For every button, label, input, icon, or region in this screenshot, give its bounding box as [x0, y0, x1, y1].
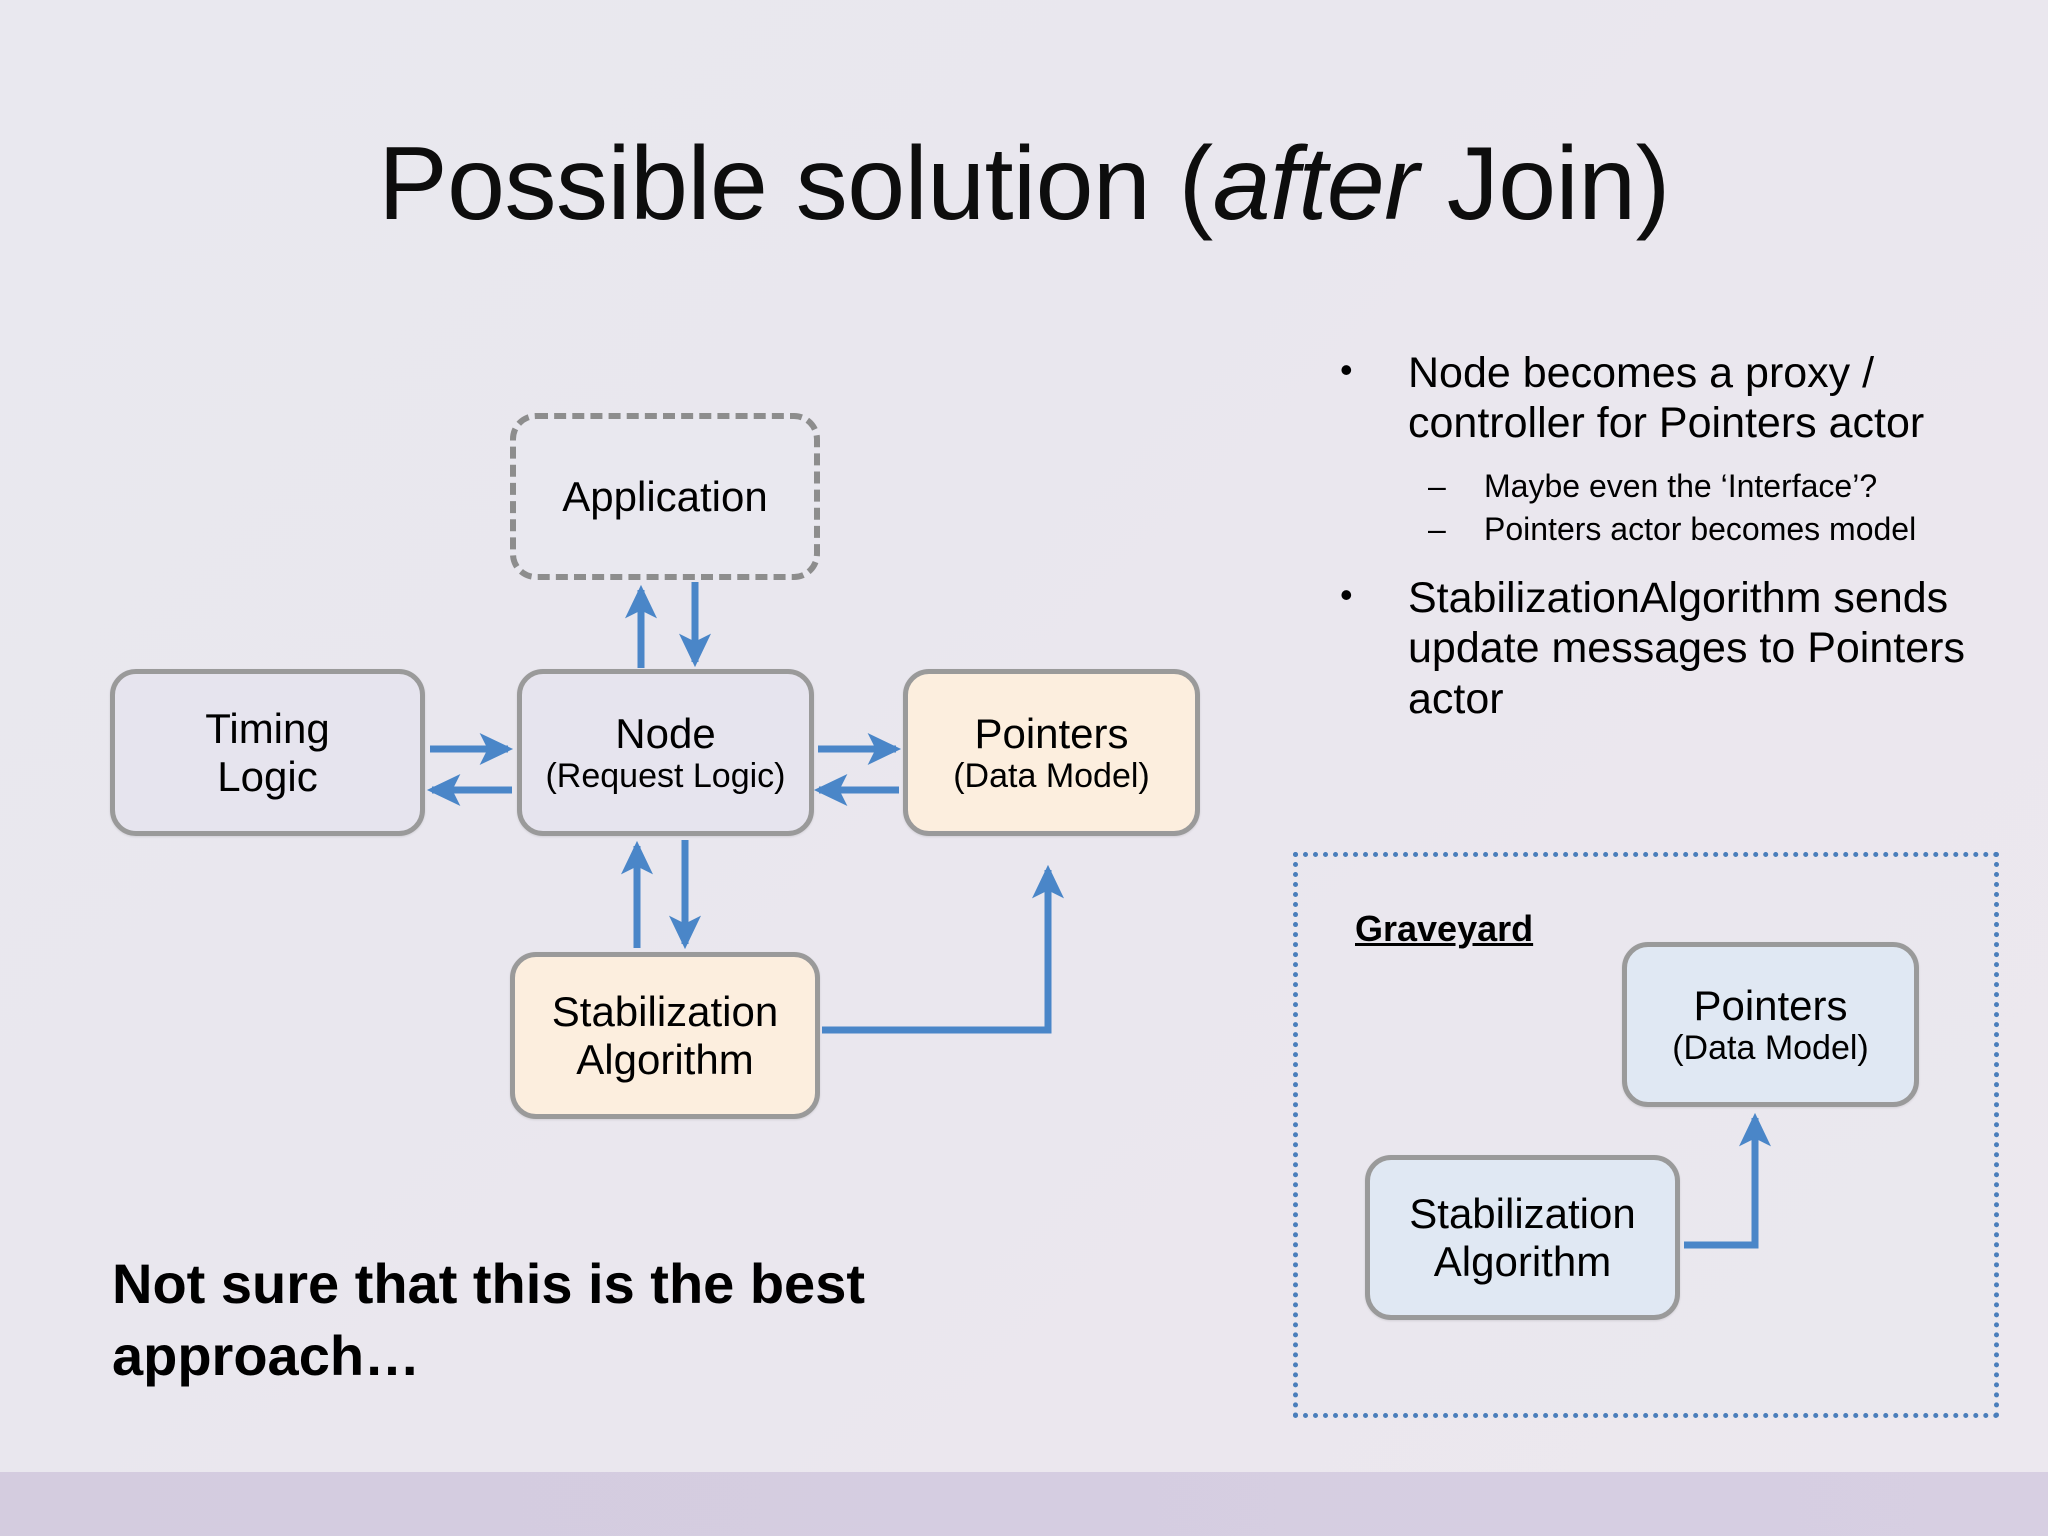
diagram-box-pointers-subtitle: (Data Model) — [953, 756, 1150, 795]
bullet-item-1: • Node becomes a proxy / controller for … — [1322, 348, 2048, 449]
graveyard-box-stabilization-line1: Stabilization — [1409, 1190, 1636, 1238]
title-part-after: Join) — [1418, 126, 1670, 242]
sub-bullet-item-1b: – Pointers actor becomes model — [1322, 508, 2048, 551]
diagram-box-node[interactable]: Node (Request Logic) — [517, 669, 814, 836]
slide-note: Not sure that this is the best approach… — [112, 1252, 865, 1387]
spacer — [1322, 551, 2048, 573]
bullet-item-1-text: Node becomes a proxy / controller for Po… — [1408, 349, 1925, 448]
title-part-italic: after — [1212, 126, 1419, 242]
sub-bullet-item-1a: – Maybe even the ‘Interface’? — [1322, 465, 2048, 508]
bullet-list: • Node becomes a proxy / controller for … — [1322, 348, 2048, 730]
bullet-item-2: • StabilizationAlgorithm sends update me… — [1322, 573, 2048, 724]
bullet-item-2-text: StabilizationAlgorithm sends update mess… — [1408, 573, 1965, 723]
sub-bullet-item-1a-text: Maybe even the ‘Interface’? — [1484, 467, 1878, 504]
page-title: Possible solution (after Join) — [0, 129, 2048, 239]
diagram-box-timing-logic-line1: Timing — [205, 705, 330, 753]
diagram-box-application-label: Application — [562, 472, 768, 520]
diagram-box-node-subtitle: (Request Logic) — [545, 756, 786, 795]
graveyard-label: Graveyard — [1355, 908, 1534, 949]
arrow-stabilization-to-pointers — [822, 864, 1065, 1034]
diagram-box-timing-logic-line2: Logic — [217, 752, 318, 800]
diagram-box-application[interactable]: Application — [510, 413, 820, 580]
bullet-marker: • — [1340, 349, 1353, 390]
diagram-box-stabilization-algorithm[interactable]: Stabilization Algorithm — [510, 952, 820, 1119]
sub-bullet-marker: – — [1428, 467, 1446, 504]
sub-bullet-item-1b-text: Pointers actor becomes model — [1484, 510, 1917, 547]
graveyard-box-pointers-title: Pointers — [1693, 981, 1848, 1029]
spacer — [1322, 455, 2048, 465]
bullet-marker: • — [1340, 573, 1353, 615]
graveyard-box-stabilization-line2: Algorithm — [1433, 1237, 1612, 1285]
diagram-box-stabilization-line1: Stabilization — [551, 988, 779, 1036]
graveyard-box-pointers[interactable]: Pointers (Data Model) — [1622, 942, 1919, 1107]
graveyard-box-pointers-subtitle: (Data Model) — [1672, 1028, 1869, 1067]
title-part-before: Possible solution ( — [378, 126, 1213, 242]
bottom-decorative-band — [0, 1472, 2048, 1536]
diagram-box-pointers[interactable]: Pointers (Data Model) — [903, 669, 1200, 836]
diagram-box-node-title: Node — [615, 709, 716, 757]
sub-bullet-marker: – — [1428, 510, 1446, 547]
diagram-box-timing-logic[interactable]: Timing Logic — [110, 669, 425, 836]
diagram-box-pointers-title: Pointers — [974, 709, 1129, 757]
graveyard-box-stabilization-algorithm[interactable]: Stabilization Algorithm — [1365, 1155, 1680, 1320]
diagram-box-stabilization-line2: Algorithm — [576, 1035, 754, 1083]
